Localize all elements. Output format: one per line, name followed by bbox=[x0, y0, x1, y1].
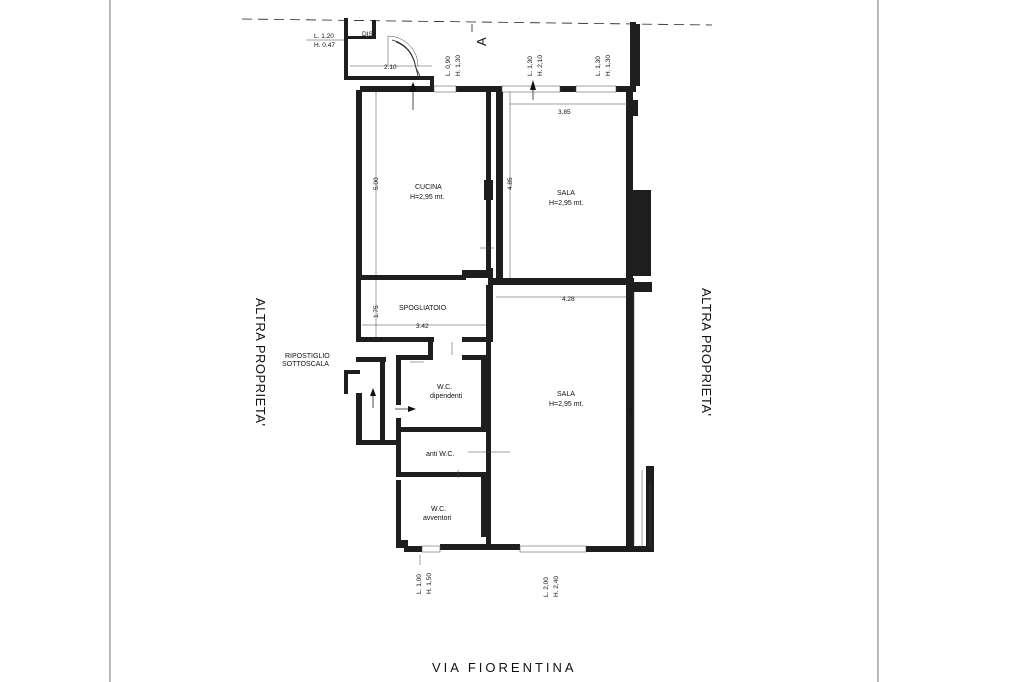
dim-win2-h: H. 1,30 bbox=[605, 55, 612, 76]
dim-bot-door-h: H. 2,40 bbox=[553, 576, 560, 597]
dim-top-left-l: L. 1.20 bbox=[314, 33, 334, 40]
room-sala-1-height: H=2,95 mt. bbox=[549, 200, 583, 207]
room-spogliatoio: SPOGLIATOIO bbox=[399, 305, 447, 312]
room-ripostiglio-1: RIPOSTIGLIO bbox=[285, 353, 330, 360]
room-ripostiglio-2: SOTTOSCALA bbox=[282, 361, 329, 368]
property-line bbox=[241, 18, 713, 26]
dim-bot-win-h: H. 1,50 bbox=[426, 573, 433, 594]
room-anti-wc: anti W.C. bbox=[426, 451, 454, 458]
room-sala-2: SALA bbox=[557, 391, 575, 398]
dim-bot-door-l: L. 2,00 bbox=[543, 577, 550, 597]
bottom-annotations: L. 1,00 H. 1,50 L. 2,00 H. 2,40 bbox=[416, 573, 560, 597]
room-wc-dipendenti-2: dipendenti bbox=[430, 393, 463, 400]
north-marker: A bbox=[474, 37, 489, 46]
dim-sala-height: 4.85 bbox=[507, 177, 514, 190]
dim-door-l: L. 1,30 bbox=[527, 56, 534, 76]
dim-cucina-height: 5.00 bbox=[373, 177, 380, 190]
entrance-arrows bbox=[370, 24, 536, 412]
top-annotations: L. 1.20 H. 0.47 DIS. 2.10 A L. 0,90 H. 1… bbox=[314, 31, 612, 76]
dim-top-left-h: H. 0.47 bbox=[314, 42, 335, 49]
dim-win2-l: L. 1,30 bbox=[595, 56, 602, 76]
dim-win1-l: L. 0,90 bbox=[445, 56, 452, 76]
dim-sala-width: 3.85 bbox=[558, 109, 571, 116]
doors-fixtures bbox=[387, 35, 651, 565]
walls bbox=[344, 18, 654, 553]
dim-sala2-width: 4.28 bbox=[562, 296, 575, 303]
dim-spog-height: 1.75 bbox=[373, 305, 380, 318]
dim-door-h: H. 2,10 bbox=[537, 55, 544, 76]
room-wc-avventori-2: avventori bbox=[423, 515, 452, 522]
dimension-lines bbox=[306, 39, 635, 545]
dim-sala2-height: 7.22 bbox=[627, 407, 634, 420]
dim-width-210: 2.10 bbox=[384, 64, 397, 71]
room-cucina-height: H=2,95 mt. bbox=[410, 194, 444, 201]
street-name: VIA FIORENTINA bbox=[432, 660, 577, 675]
room-labels: 3.85 5.00 4.85 CUCINA H=2,95 mt. SALA H=… bbox=[282, 109, 634, 522]
label-dis: DIS. bbox=[362, 31, 375, 38]
dim-spog-width: 3.42 bbox=[416, 323, 429, 330]
room-sala-1: SALA bbox=[557, 190, 575, 197]
right-side-label: ALTRA PROPRIETA' bbox=[699, 288, 714, 416]
room-cucina: CUCINA bbox=[415, 184, 442, 191]
room-wc-avventori-1: W.C. bbox=[431, 506, 446, 513]
room-sala-2-height: H=2,95 mt. bbox=[549, 401, 583, 408]
room-wc-dipendenti-1: W.C. bbox=[437, 384, 452, 391]
dim-bot-win-l: L. 1,00 bbox=[416, 574, 423, 594]
dim-win1-h: H. 1,30 bbox=[455, 55, 462, 76]
left-side-label: ALTRA PROPRIETA' bbox=[253, 298, 268, 426]
